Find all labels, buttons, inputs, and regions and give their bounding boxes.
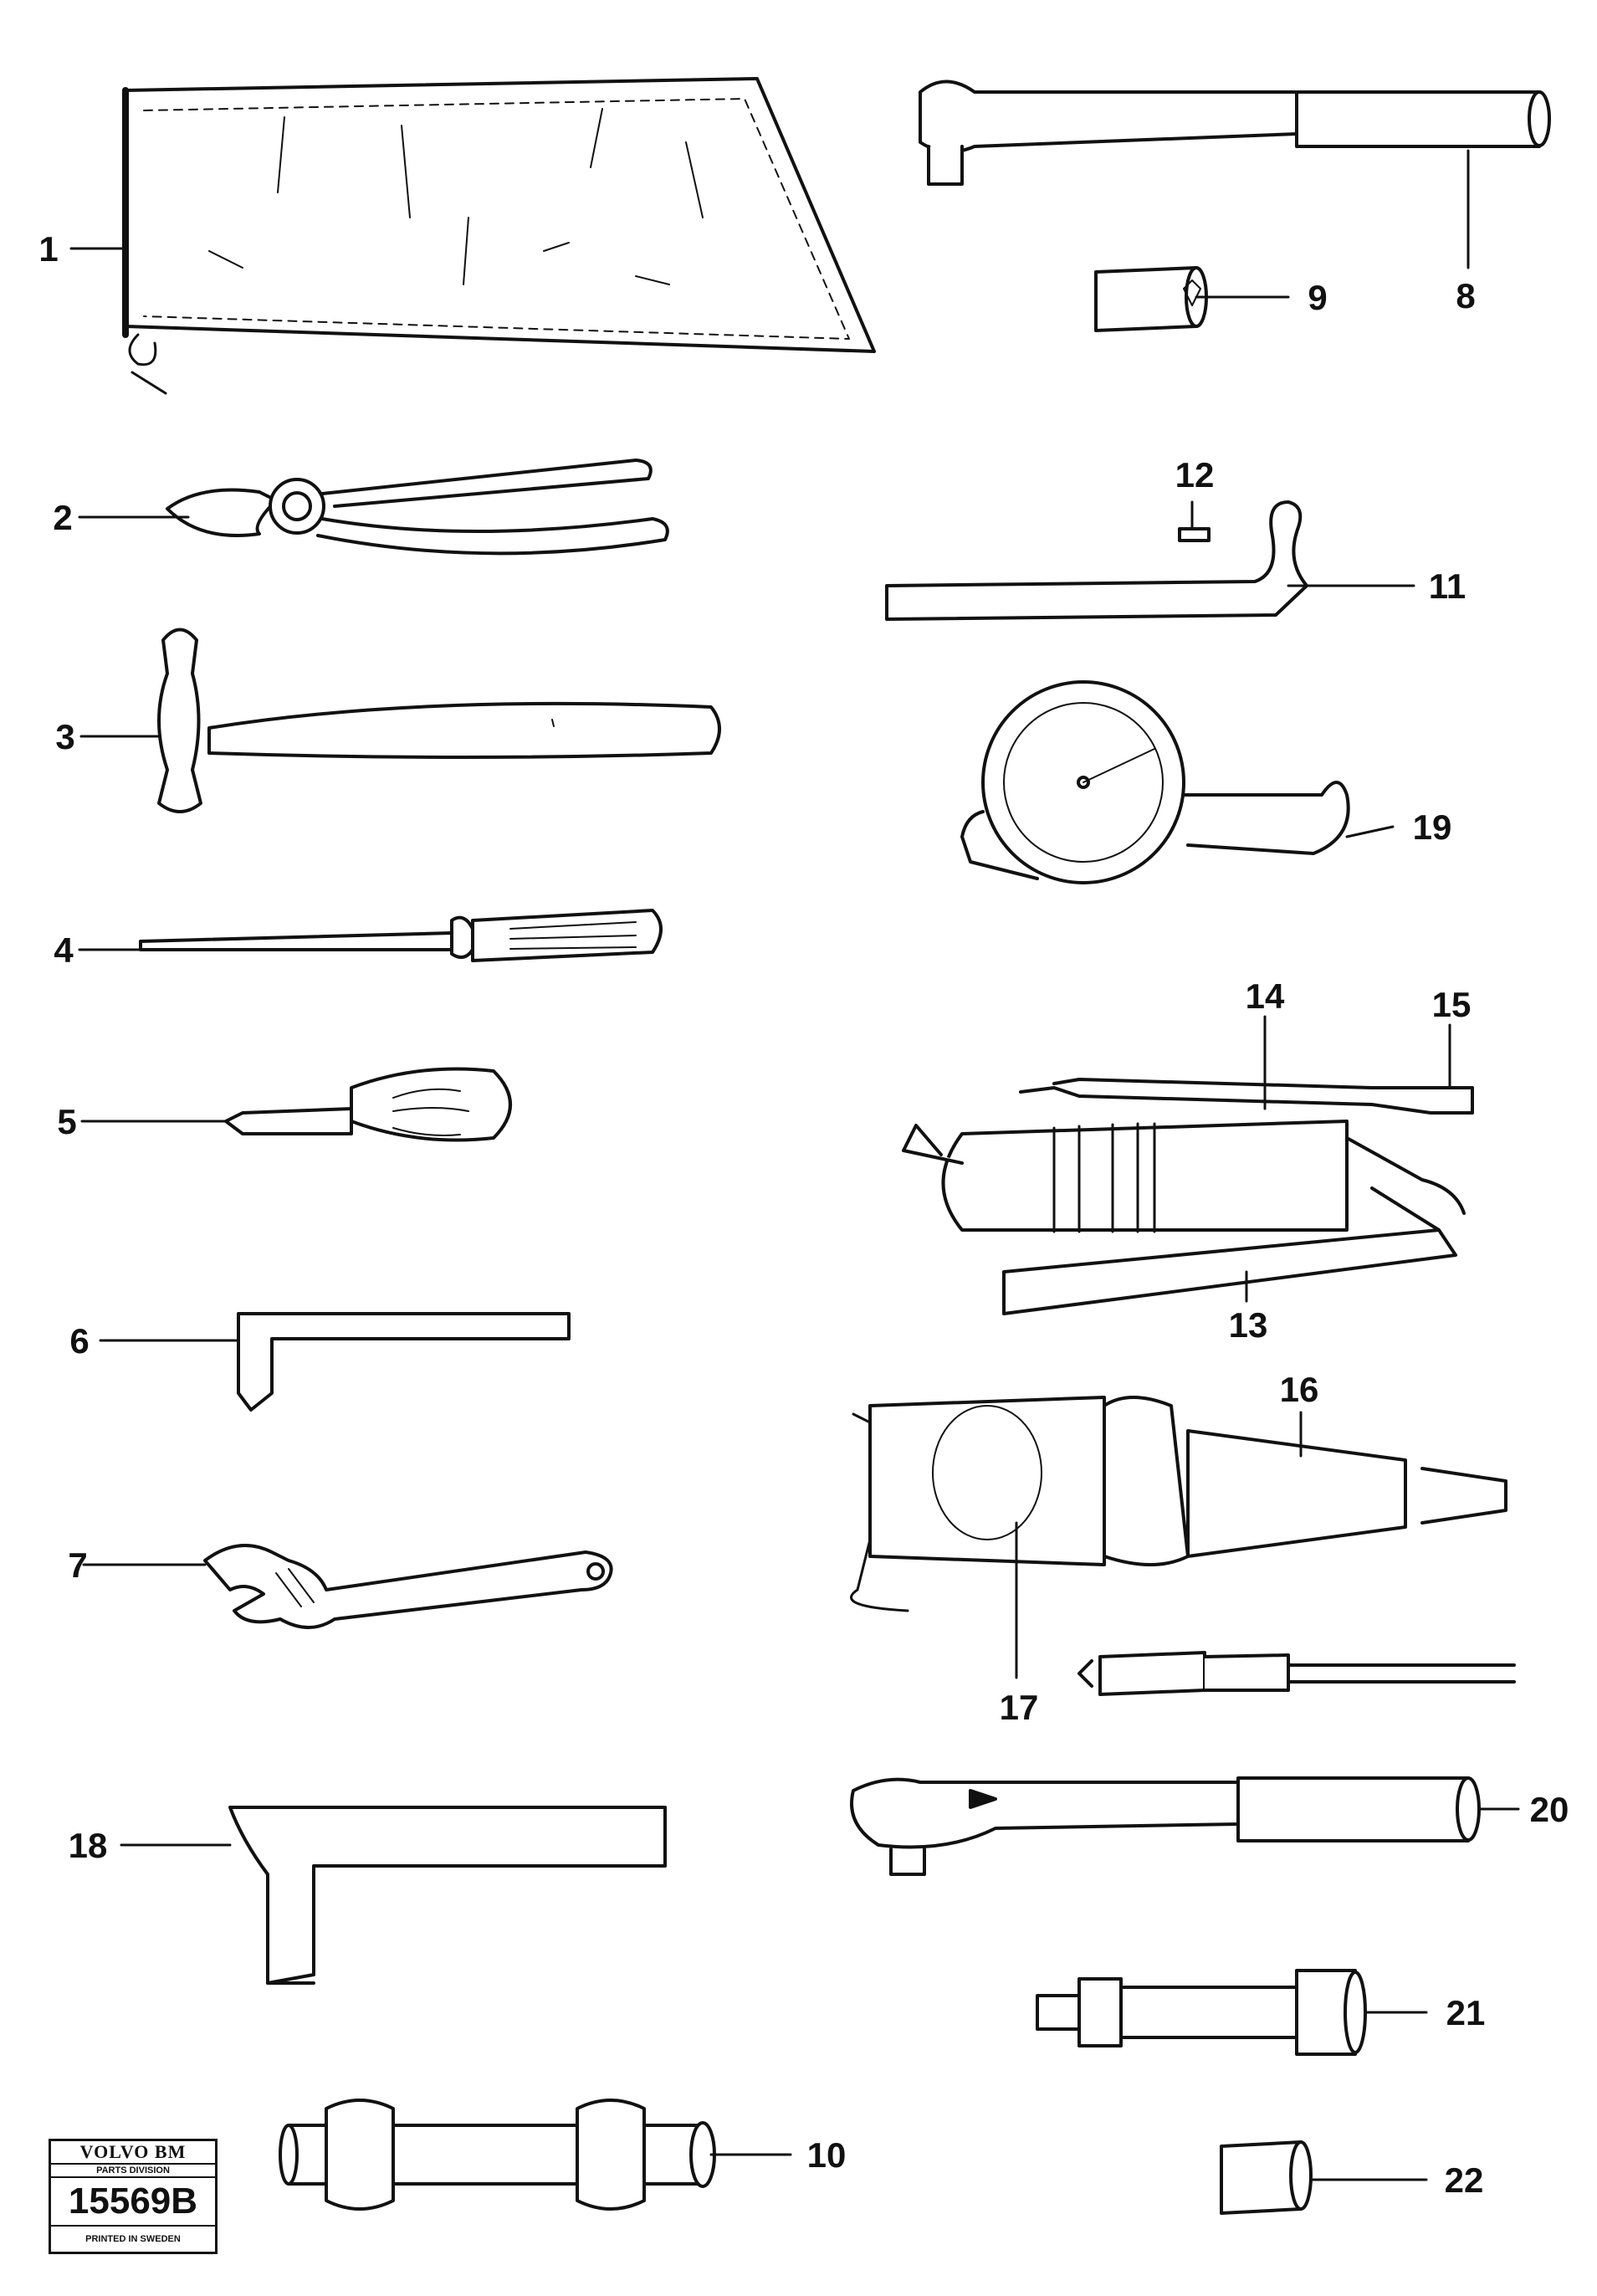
- part-13-15-grease-gun: [902, 1078, 1474, 1315]
- part-19-tyre-gauge: [960, 680, 1350, 884]
- callout-20: 20: [1530, 1790, 1569, 1829]
- callout-18: 18: [69, 1826, 108, 1865]
- callout-2: 2: [53, 498, 72, 537]
- callout-22: 22: [1445, 2160, 1484, 2200]
- callout-1: 1: [38, 229, 58, 269]
- part-8-ratchet-handle: [919, 79, 1551, 186]
- part-11-bent-rod: [885, 500, 1308, 621]
- stamp-printed: PRINTED IN SWEDEN: [85, 2234, 181, 2244]
- callout-13: 13: [1229, 1305, 1268, 1345]
- callout-10: 10: [807, 2135, 847, 2175]
- callout-6: 6: [69, 1321, 89, 1361]
- callout-3: 3: [55, 717, 74, 756]
- leader-lines: [69, 149, 1520, 2181]
- callout-11: 11: [1429, 566, 1466, 606]
- parts-division-stamp: VOLVO BM PARTS DIVISION 15569B PRINTED I…: [49, 2139, 218, 2254]
- part-21-extension-bar: [1036, 1969, 1367, 2056]
- part-7-adjustable-wrench: [203, 1544, 613, 1629]
- part-18-large-l-bar: [228, 1806, 667, 1985]
- callout-21: 21: [1446, 1993, 1486, 2032]
- part-4-flat-screwdriver: [139, 909, 663, 962]
- callout-9: 9: [1308, 278, 1327, 317]
- callout-14: 14: [1246, 976, 1285, 1016]
- part-3-hammer: [157, 628, 721, 813]
- callout-5: 5: [57, 1102, 76, 1141]
- callout-12: 12: [1175, 455, 1215, 495]
- callout-8: 8: [1456, 276, 1475, 315]
- part-5-crosshead-screwdriver: [224, 1067, 512, 1142]
- part-22-socket: [1220, 2140, 1313, 2215]
- part-2-pliers: [166, 459, 669, 556]
- stamp-brand: VOLVO BM: [51, 2141, 215, 2165]
- callout-16: 16: [1280, 1370, 1319, 1409]
- stamp-division: PARTS DIVISION: [51, 2165, 215, 2178]
- callout-19: 19: [1413, 807, 1452, 847]
- part-16-17-inspection-lamp: [850, 1396, 1516, 1696]
- part-12-pin: [1178, 527, 1211, 542]
- stamp-number: 15569B: [51, 2178, 215, 2227]
- callout-7: 7: [68, 1545, 87, 1585]
- callout-15: 15: [1432, 985, 1472, 1024]
- part-9-socket: [1094, 266, 1208, 332]
- leader-19: [1345, 825, 1395, 838]
- callout-4: 4: [54, 930, 74, 970]
- part-6-hex-key: [237, 1312, 571, 1412]
- part-20-ratchet: [850, 1776, 1481, 1876]
- callout-17: 17: [1000, 1688, 1039, 1727]
- part-10-box-spanner: [279, 2099, 716, 2211]
- part-1-tool-bag: [122, 77, 876, 395]
